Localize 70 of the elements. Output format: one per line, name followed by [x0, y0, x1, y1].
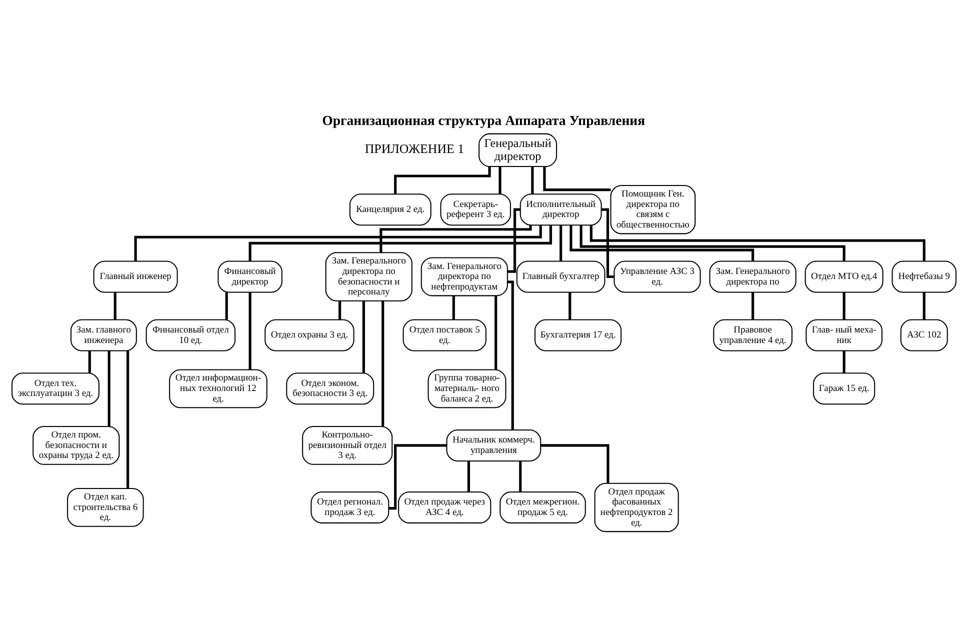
connector: [498, 166, 502, 194]
connector: [114, 292, 116, 320]
connector: [590, 224, 926, 261]
connector: [380, 224, 532, 252]
connector: [507, 280, 514, 430]
connector: [602, 208, 614, 278]
node-box: Контрольно- ревизионный отдел 3 ед.: [302, 426, 393, 464]
node-box: Зам. главного инженера: [70, 318, 137, 351]
label: ПРИЛОЖЕНИЕ 1: [364, 140, 464, 156]
node-box: Канцелярия 2 ед.: [349, 193, 432, 226]
connector: [543, 166, 611, 191]
connector: [134, 224, 542, 261]
node-box: Зам. Генерального директора по нефтепродуктам: [420, 256, 508, 296]
node-box: Отдел пром. безопасности и охраны труда 2 ед.: [32, 426, 120, 464]
node-box: Исполнительный директор: [520, 193, 602, 226]
node-box: Секретарь- референт 3 ед.: [440, 193, 511, 226]
connector: [494, 295, 498, 370]
connector: [531, 166, 534, 194]
node-box: Отдел охраны 3 ед.: [264, 318, 354, 351]
connector: [225, 292, 228, 320]
node-box: Отдел продаж фасованных нефтепродуктов 2 ед.: [594, 482, 679, 532]
node-box: Отдел поставок 5 ед.: [402, 318, 486, 351]
connector: [842, 292, 846, 320]
node-box: Финансовый отдел 10 ед.: [146, 318, 236, 351]
node-box: Начальник коммерч. управления: [446, 428, 542, 461]
node-box: Финансовый директор: [218, 260, 282, 292]
connector: [338, 300, 342, 320]
node-box: Управление АЗС 3 ед.: [614, 260, 701, 292]
node-box: Генеральный директор: [478, 132, 558, 167]
node-box: Отдел продаж через АЗС 4 ед.: [398, 490, 492, 523]
connector: [570, 224, 754, 261]
connector: [568, 292, 572, 320]
node-box: Отдел межрегион. продаж 5 ед.: [500, 490, 586, 523]
connector: [842, 350, 846, 372]
node-box: Гараж 15 ед.: [812, 372, 876, 404]
connector: [752, 292, 754, 320]
connector: [560, 224, 562, 261]
connector: [108, 350, 110, 426]
connector: [126, 350, 130, 488]
connector: [362, 300, 365, 373]
connector: [382, 300, 384, 426]
connector: [922, 292, 926, 320]
connector: [88, 350, 91, 372]
node-box: Отдел МТО ед.4: [804, 260, 884, 292]
connector: [508, 208, 520, 272]
node-box: Бухгалтерия 17 ед.: [534, 318, 622, 351]
node-box: Главный бухгалтер: [516, 260, 606, 292]
node-box: Отдел кап. строительства 6 ед.: [67, 488, 144, 526]
node-box: Глав- ный меха- ник: [806, 318, 882, 351]
node-box: Отдел эконом. безопасности 3 ед.: [286, 372, 374, 404]
node-box: Группа товарно- материаль- ного баланса 2 ед.: [428, 368, 506, 408]
connector: [580, 225, 846, 260]
diagram-title: Организационная структура Аппарата Управления: [322, 112, 646, 128]
node-box: Помощник Ген. директора по связям с общественностью: [610, 184, 696, 234]
node-box: АЗС 102: [900, 318, 948, 351]
node-box: Нефтебазы 9: [892, 260, 956, 292]
node-box: Зам. Генерального директора по: [709, 260, 796, 292]
node-box: Отдел информацион- ных технологий 12 ед.: [169, 368, 268, 408]
connector: [467, 460, 470, 492]
connector: [248, 224, 552, 261]
node-box: Главный инженер: [93, 260, 178, 292]
node-box: Правовое управление 4 ед.: [713, 318, 792, 351]
connector: [540, 444, 610, 483]
node-box: Отдел регионал. продаж 3 ед.: [310, 490, 390, 523]
node-box: Отдел тех. эксплуатации 3 ед.: [12, 372, 100, 404]
connector: [519, 460, 522, 492]
connector: [389, 444, 447, 510]
connector: [248, 292, 252, 369]
node-box: Зам. Генерального директора по безопасности и персоналу: [325, 252, 412, 301]
connector: [452, 295, 455, 320]
